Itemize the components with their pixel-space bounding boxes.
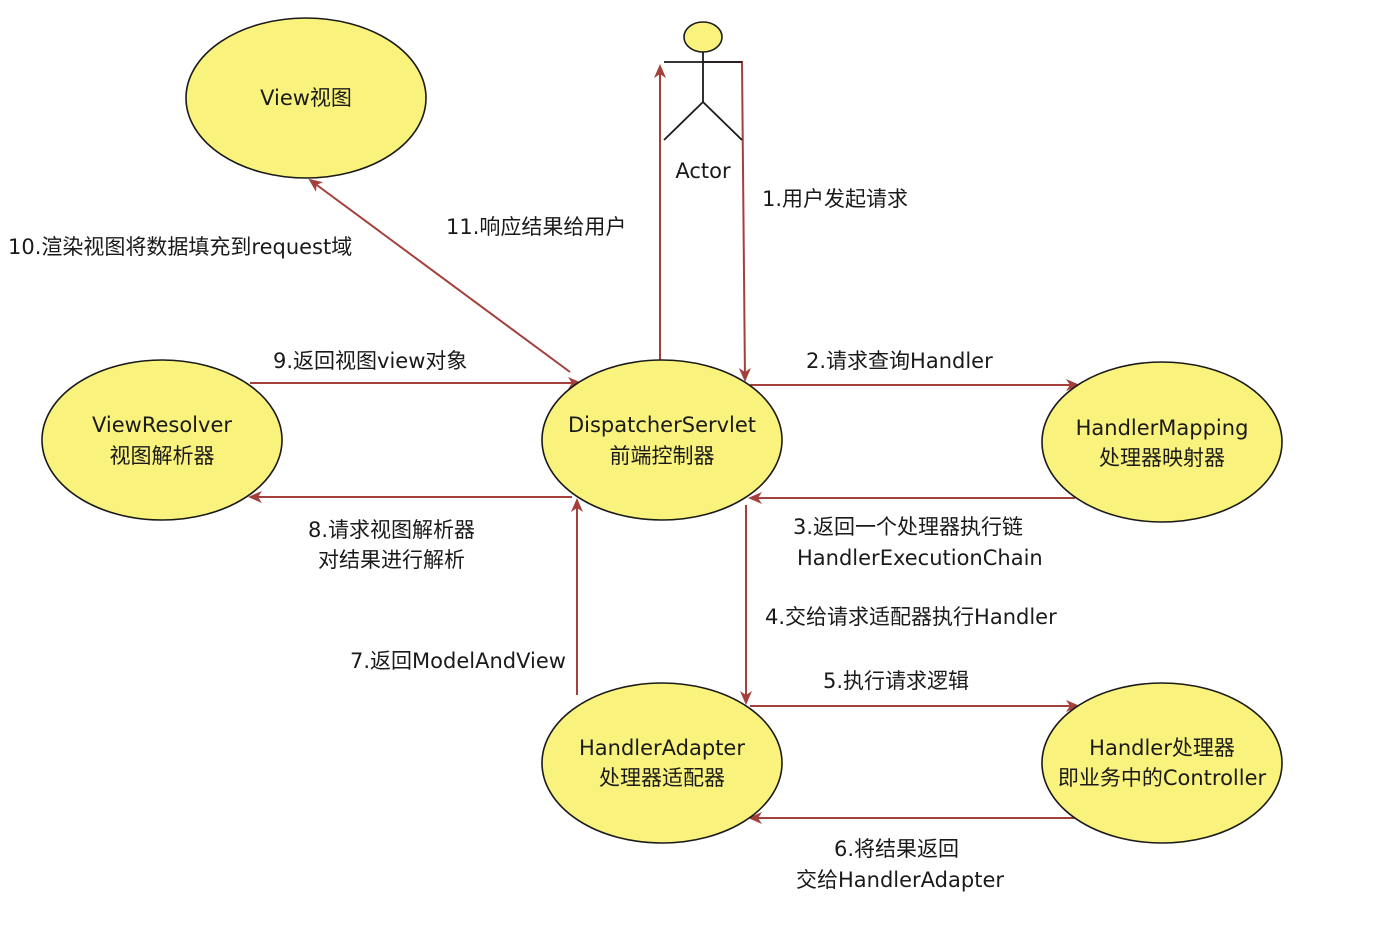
actor-label: Actor	[675, 159, 731, 183]
edge-labels: 1.用户发起请求 2.请求查询Handler 3.返回一个处理器执行链 Hand…	[8, 187, 1057, 892]
edge-label-step5: 5.执行请求逻辑	[823, 669, 969, 693]
node-handler-adapter: HandlerAdapter 处理器适配器	[541, 682, 783, 844]
node-handler-mapping-label-1: HandlerMapping	[1076, 416, 1249, 440]
edge-label-step3-line2: HandlerExecutionChain	[797, 546, 1043, 570]
node-dispatcher-servlet-label-2: 前端控制器	[610, 444, 715, 468]
node-view-label: View视图	[260, 86, 352, 110]
edge-label-step8-line1: 8.请求视图解析器	[308, 518, 475, 542]
node-dispatcher-servlet: DispatcherServlet 前端控制器	[541, 359, 783, 521]
node-handler-adapter-label-1: HandlerAdapter	[579, 736, 745, 760]
node-dispatcher-servlet-shape	[541, 359, 783, 521]
node-view-resolver-shape	[41, 359, 283, 521]
edge-label-step6-line1: 6.将结果返回	[834, 837, 959, 861]
actor-leg-left	[663, 101, 704, 141]
node-handler-mapping-shape	[1041, 361, 1283, 523]
node-view-resolver: ViewResolver 视图解析器	[41, 359, 283, 521]
node-view: View视图	[185, 17, 427, 179]
edge-label-step4: 4.交给请求适配器执行Handler	[765, 605, 1057, 629]
node-handler-shape	[1041, 682, 1283, 844]
node-handler-label-1: Handler处理器	[1089, 736, 1235, 760]
edge-label-step2: 2.请求查询Handler	[806, 349, 993, 373]
edge-label-step1: 1.用户发起请求	[762, 187, 908, 211]
edge-user-request	[703, 61, 751, 382]
actor-leg-right	[702, 101, 743, 141]
node-view-shape	[185, 17, 427, 179]
actor-head	[683, 21, 723, 53]
node-view-resolver-label-2: 视图解析器	[110, 444, 215, 468]
node-view-resolver-label-1: ViewResolver	[92, 413, 232, 437]
edge-label-step3-line1: 3.返回一个处理器执行链	[793, 515, 1023, 539]
node-handler: Handler处理器 即业务中的Controller	[1041, 682, 1283, 844]
node-handler-label-2: 即业务中的Controller	[1058, 766, 1267, 790]
edges	[248, 61, 1080, 824]
edge-label-step7: 7.返回ModelAndView	[350, 649, 566, 673]
node-handler-adapter-label-2: 处理器适配器	[599, 766, 725, 790]
actor: Actor	[663, 21, 743, 183]
edge-render-view	[308, 178, 571, 373]
node-dispatcher-servlet-label-1: DispatcherServlet	[568, 413, 756, 437]
edge-label-step6-line2: 交给HandlerAdapter	[796, 868, 1004, 892]
node-handler-adapter-shape	[541, 682, 783, 844]
node-handler-mapping: HandlerMapping 处理器映射器	[1041, 361, 1283, 523]
edge-label-step9: 9.返回视图view对象	[273, 349, 467, 373]
edge-label-step11: 11.响应结果给用户	[446, 215, 626, 239]
node-handler-mapping-label-2: 处理器映射器	[1099, 446, 1225, 470]
edge-label-step8-line2: 对结果进行解析	[318, 548, 465, 572]
edge-label-step10: 10.渲染视图将数据填充到request域	[8, 235, 352, 259]
